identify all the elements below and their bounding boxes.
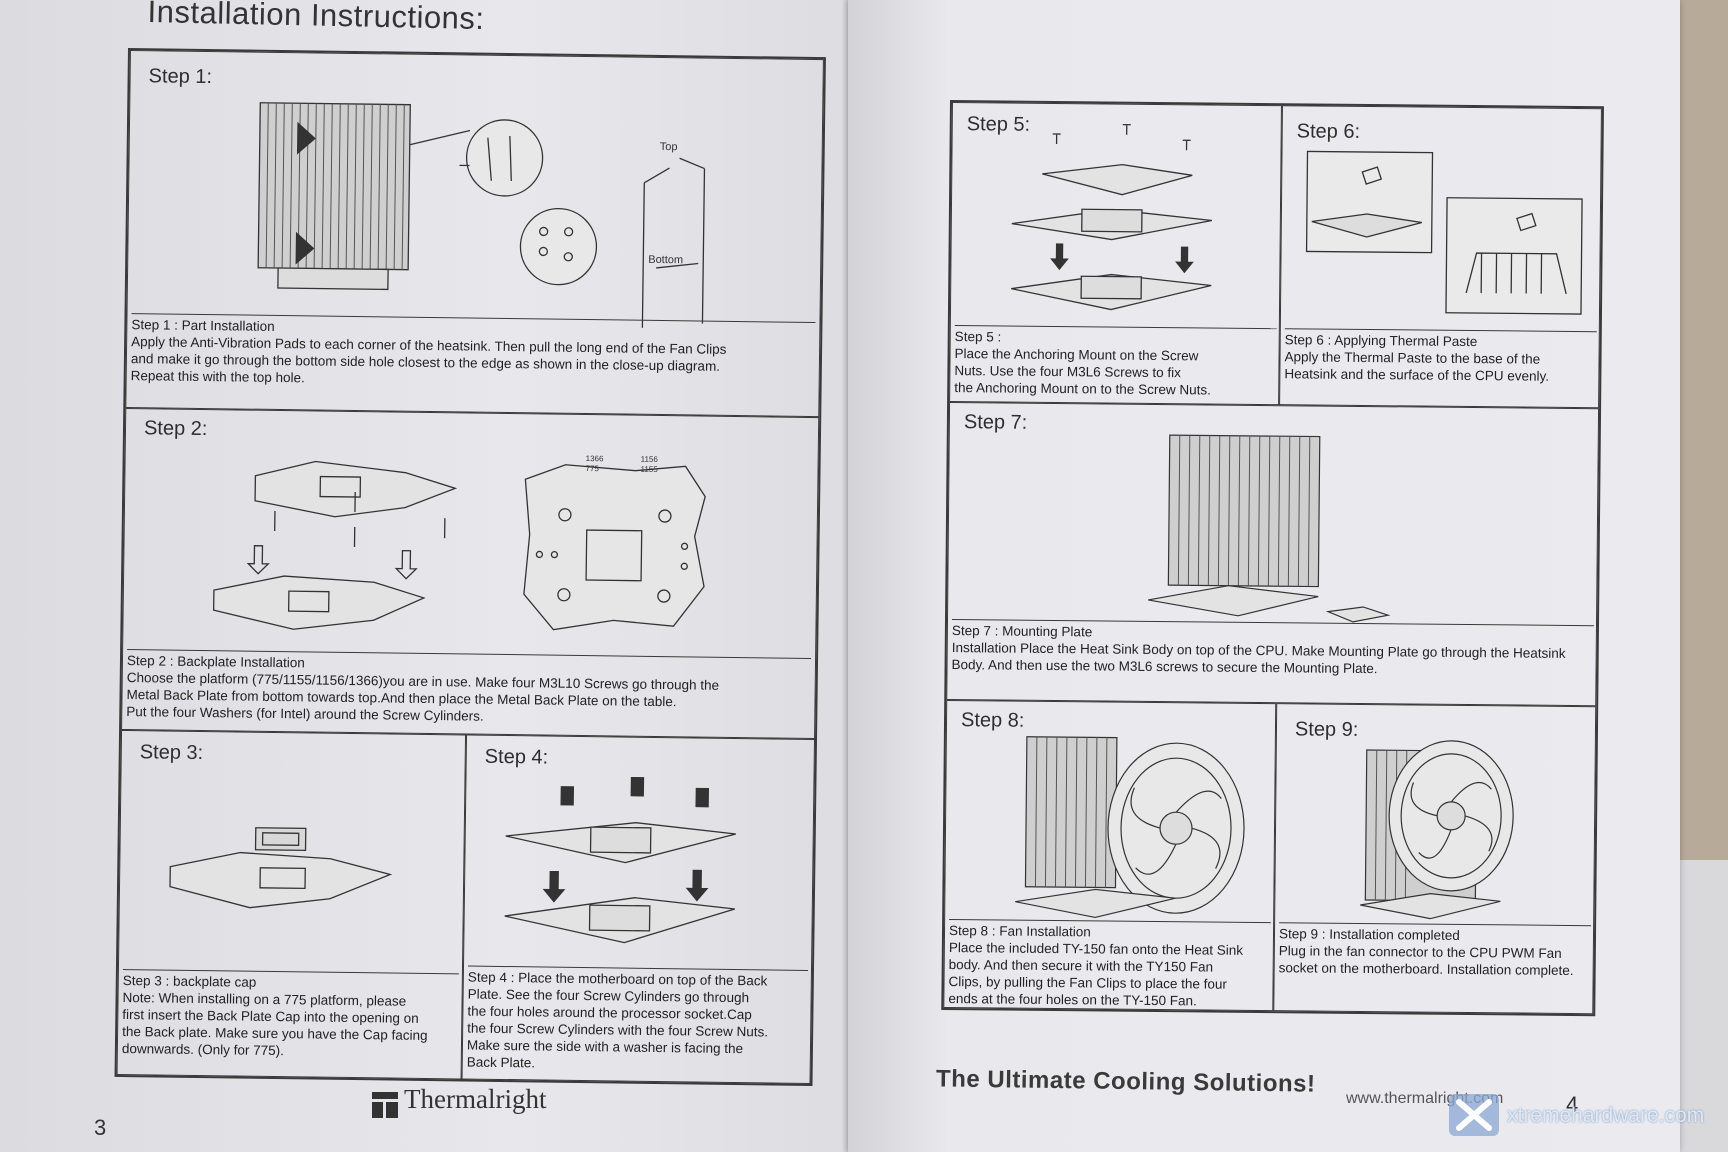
step-1-diagram: Top Bottom <box>257 102 706 328</box>
bottom-label: Bottom <box>648 254 683 266</box>
step-4-caption: Step 4 : Place the motherboard on top of… <box>466 965 808 1075</box>
page-heading: Installation Instructions: <box>147 0 485 37</box>
step-5-panel: Step 5: Step 5 : Place the Anchoring Mou… <box>949 102 1282 406</box>
step-8-caption-line: ends at the four holes on the TY-150 Fan… <box>948 991 1197 1009</box>
brand-name: Thermalright <box>404 1084 547 1114</box>
slogan: The Ultimate Cooling Solutions! <box>935 1065 1316 1098</box>
step-5-diagram <box>1011 124 1212 311</box>
label-775: 775 <box>585 464 599 473</box>
step-8-caption: Step 8 : Fan Installation Place the incl… <box>948 919 1272 1011</box>
step-8-panel: Step 8: Step 8 : Fan Insta <box>943 699 1277 1012</box>
step-4-caption-line: Back Plate. <box>466 1054 536 1071</box>
step-5-caption: Step 5 : Place the Anchoring Mount on th… <box>954 325 1277 400</box>
step-7-diagram <box>1148 434 1391 623</box>
instructions-frame-left: Step 1: <box>114 48 826 1087</box>
step-7-title: Step 7: <box>963 411 1028 434</box>
step-2-diagram: 1366 775 1156 1155 <box>212 454 706 631</box>
brand-logo: Thermalright <box>372 1084 546 1119</box>
step-9-caption: Step 9 : Installation completed Plug in … <box>1278 922 1592 980</box>
page-number-right: 4 <box>1566 1092 1579 1117</box>
heatsink-illustration <box>257 102 411 291</box>
step-3-panel: Step 3: Step 3 : backplate cap Note: Whe… <box>116 729 467 1080</box>
label-1156: 1156 <box>641 455 659 464</box>
instructions-frame-right: Step 5: Step 5 : Place the Anchoring Mou… <box>941 100 1604 1017</box>
step-8-diagram <box>1015 736 1245 919</box>
background-board <box>1680 0 1728 860</box>
step-9-title: Step 9: <box>1294 718 1359 741</box>
left-page: Installation Instructions: Step 1: <box>0 0 860 1152</box>
watermark-text: xtremehardware.com <box>1507 1104 1705 1127</box>
step-2-title: Step 2: <box>143 417 208 441</box>
step-4-panel: Step 4: Step 4 : Place the motherboard o… <box>461 734 816 1085</box>
step-6-caption-line: Heatsink and the surface of the CPU even… <box>1284 366 1550 384</box>
step-5-caption-line: the Anchoring Mount on to the Screw Nuts… <box>954 380 1211 398</box>
page-number-left: 3 <box>94 1115 107 1140</box>
step-6-caption: Step 6 : Applying Thermal Paste Apply th… <box>1284 328 1597 386</box>
watermark-x-icon <box>1449 1094 1499 1136</box>
step-9-panel: Step 9: Step 9 : Installation completed <box>1273 703 1597 1015</box>
step-9-caption-line: socket on the motherboard. Installation … <box>1278 960 1574 979</box>
right-page: Step 5: Step 5 : Place the Anchoring Mou… <box>848 0 1680 1152</box>
step-1-title: Step 1: <box>148 65 213 89</box>
step-2-panel: Step 2: 1366 775 1156 <box>121 407 820 740</box>
step-7-caption: Step 7 : Mounting Plate Installation Pla… <box>951 619 1594 680</box>
step-3-title: Step 3: <box>139 741 204 765</box>
step-7-panel: Step 7: Step 7 : Mounting Plate <box>946 402 1600 707</box>
step-1-panel: Step 1: <box>125 50 824 418</box>
step-3-caption: Step 3 : backplate cap Note: When instal… <box>121 969 459 1062</box>
step-8-title: Step 8: <box>960 709 1025 732</box>
background-surface <box>1680 860 1728 1152</box>
step-4-diagram <box>504 776 736 944</box>
step-1-caption: Step 1 : Part Installation Apply the Ant… <box>130 313 816 394</box>
step-2-caption: Step 2 : Backplate Installation Choose t… <box>126 649 812 729</box>
top-label: Top <box>660 141 678 153</box>
step-3-diagram <box>169 827 393 909</box>
step-4-title: Step 4: <box>484 745 549 769</box>
step-6-panel: Step 6: Step 6 : Applying Thermal Paste … <box>1279 105 1602 409</box>
label-1155: 1155 <box>640 465 658 474</box>
step-9-diagram <box>1360 740 1514 920</box>
thermalright-logo-icon <box>372 1092 398 1118</box>
label-1366: 1366 <box>586 454 604 463</box>
step-6-diagram <box>1305 150 1583 315</box>
step-6-title: Step 6: <box>1296 120 1361 143</box>
